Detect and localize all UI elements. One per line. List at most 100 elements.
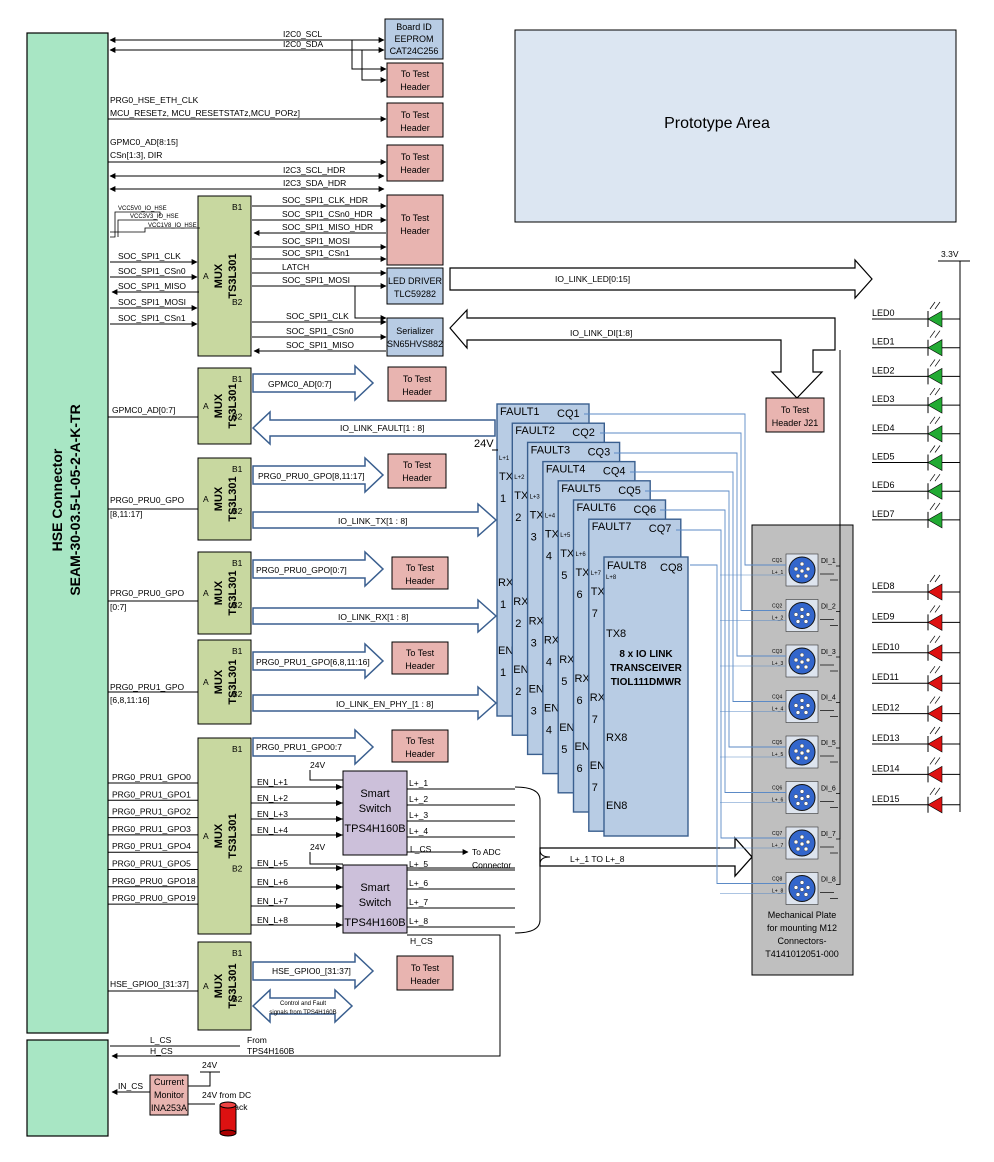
- gpmc-bus-arrow: [252, 364, 375, 402]
- hse-connector-part: SEAM-30-03.5-L-05-2-A-K-TR: [67, 404, 83, 595]
- smart-switch-1-label-3: TPS4H160B: [344, 823, 405, 835]
- card-rx-label: RX8: [606, 732, 627, 744]
- signal-prg0-pru1-gpo-left-2: [6,8,11:16]: [110, 695, 150, 705]
- mux-part: TS3L301: [227, 253, 239, 298]
- mux-port-a: A: [203, 401, 209, 411]
- hse-connector-title: HSE Connector: [49, 448, 65, 551]
- m12-di-label: DI_6: [821, 786, 836, 793]
- card-fault-label: FAULT5: [561, 483, 601, 495]
- led-icon: LED11: [872, 665, 960, 692]
- label-24v-transceiver: 24V: [474, 438, 494, 450]
- signal-i2c0-scl: I2C0_SCL: [283, 29, 322, 39]
- mech-plate-label-2: for mounting M12: [767, 923, 837, 933]
- pru-gpo-signal: PRG0_PRU1_GPO1: [112, 789, 191, 799]
- card-l-label: L+5: [560, 533, 571, 539]
- label-24v-switch-2: 24V: [310, 842, 325, 852]
- signal-prg0-pru0-gpo-left-3: PRG0_PRU0_GPO: [110, 588, 185, 598]
- card-l-label: L+6: [576, 552, 587, 558]
- signal-prg0-pru0-gpo-left-4: [0:7]: [110, 602, 127, 612]
- card-tx-number: 5: [561, 570, 567, 582]
- card-cq-label: CQ5: [618, 485, 641, 497]
- led-label: LED13: [872, 733, 900, 743]
- current-monitor-label-2: Monitor: [154, 1090, 184, 1100]
- led-driver-part: TLC59282: [394, 289, 436, 299]
- m12-l-label: L+_6: [772, 798, 783, 804]
- signal-spi1-csn0-ser: SOC_SPI1_CSn0: [286, 326, 354, 336]
- card-l-label: L+2: [514, 475, 525, 481]
- signal-spi1-miso: SOC_SPI1_MISO: [118, 281, 186, 291]
- m12-l-label: L+_7: [772, 843, 783, 849]
- signal-spi1-clk: SOC_SPI1_CLK: [118, 251, 181, 261]
- led-icon: LED2: [872, 359, 960, 385]
- power-connector-block: [26, 1039, 109, 1137]
- mux-port-b1: B1: [232, 948, 243, 958]
- card-fault-label: FAULT2: [515, 425, 555, 437]
- led-icon: LED14: [872, 757, 960, 783]
- card-cq-label: CQ8: [660, 562, 683, 574]
- svg-text:To Test: To Test: [403, 460, 432, 470]
- led-label: LED9: [872, 611, 895, 621]
- card-tx-number: 1: [500, 493, 506, 505]
- l-plus-signal: L+_1: [409, 778, 428, 788]
- label-dc-jack-2: Jack: [230, 1102, 248, 1112]
- label-to-adc-2: Connector: [472, 860, 511, 870]
- serializer-block: [386, 317, 444, 357]
- m12-cq-label: CQ1: [772, 558, 783, 564]
- m12-di-label: DI_7: [821, 831, 836, 838]
- led-icon: LED15: [872, 787, 960, 814]
- signal-gpmc-ad-8-15: GPMC0_AD[8:15]: [110, 137, 178, 147]
- card-tx-label: TX: [530, 509, 545, 521]
- signal-gpmc-ad-0-7: GPMC0_AD[0:7]: [268, 379, 331, 389]
- mux-port-b2: B2: [232, 297, 243, 307]
- serializer-label: Serializer: [396, 326, 434, 336]
- l-plus-signal: L+_2: [409, 794, 428, 804]
- svg-text:Header J21: Header J21: [772, 418, 819, 428]
- led-icon: LED0: [872, 301, 960, 328]
- pru1-gpo0-7-bus-arrow: [252, 728, 375, 766]
- svg-text:To Test: To Test: [406, 736, 435, 746]
- mux-port-b1: B1: [232, 202, 243, 212]
- led-driver-block: [386, 267, 444, 305]
- mux-port-a: A: [203, 981, 209, 991]
- label-vcc3v3: VCC3V3_IO_HSE: [130, 214, 179, 220]
- card-l-label: L+4: [545, 514, 556, 520]
- card-tx-number: 2: [515, 512, 521, 524]
- m12-l-label: L+_8: [772, 889, 783, 895]
- en-signal: EN_L+6: [257, 877, 288, 887]
- mux-port-b2: B2: [232, 412, 243, 422]
- mux-port-b2: B2: [232, 506, 243, 516]
- pru-gpo-signal: PRG0_PRU0_GPO18: [112, 876, 196, 886]
- card-en-number: 5: [561, 744, 567, 756]
- signal-spi1-csn0-hdr: SOC_SPI1_CSn0_HDR: [282, 209, 373, 219]
- svg-text:To Test: To Test: [403, 374, 432, 384]
- signal-prg0-pru0-gpo-left-2: [8,11:17]: [110, 509, 142, 519]
- label-from-tps-1: From: [247, 1035, 267, 1045]
- led-icon: LED12: [872, 696, 960, 723]
- pru0-gpo-0-7-bus-arrow: [252, 550, 385, 588]
- test-header: To Test Header: [386, 102, 444, 138]
- svg-text:To Test: To Test: [401, 213, 430, 223]
- led-label: LED12: [872, 703, 900, 713]
- smart-switch-2-label-1: Smart: [360, 882, 389, 894]
- mux-name: MUX: [213, 263, 225, 288]
- pru-gpo-signal: PRG0_PRU1_GPO3: [112, 824, 191, 834]
- svg-text:To Test: To Test: [406, 563, 435, 573]
- led-icon: LED9: [872, 605, 960, 631]
- led-label: LED6: [872, 480, 895, 490]
- en-signal: EN_L+1: [257, 777, 288, 787]
- signal-gpmc-ad-0-7-left: GPMC0_AD[0:7]: [112, 405, 175, 415]
- pru1-gpo-bus-arrow: [252, 642, 385, 680]
- card-l-label: L+7: [591, 571, 602, 577]
- mux-name: MUX: [213, 973, 225, 998]
- led-label: LED14: [872, 763, 900, 773]
- mech-plate-label-1: Mechanical Plate: [768, 910, 837, 920]
- led-label: LED3: [872, 394, 895, 404]
- led-icon: LED5: [872, 445, 960, 472]
